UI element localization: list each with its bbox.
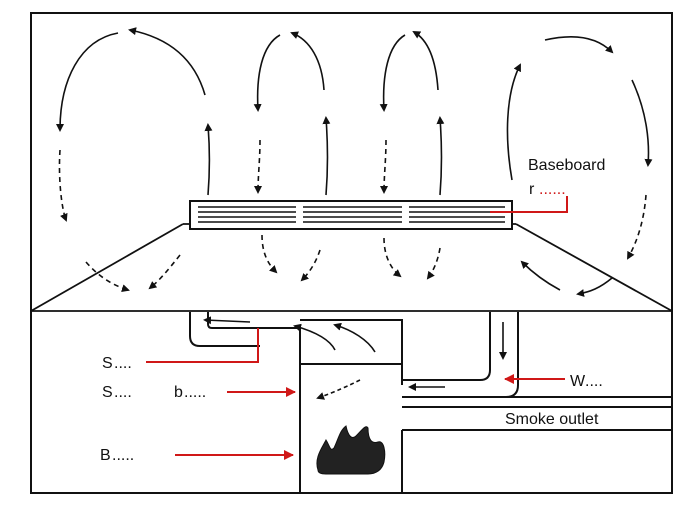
s1-label: S [102, 355, 113, 372]
b-small-dots: ..... [184, 384, 206, 401]
b-big-dots: ..... [112, 447, 134, 464]
b-big-label: B [100, 447, 111, 464]
s2-dots: .... [114, 384, 132, 401]
duct-system [189, 312, 672, 493]
baseboard-label: Baseboard [528, 157, 605, 174]
air-circulation-loops [56, 27, 653, 297]
w-dots: .... [585, 373, 603, 390]
smoke-outlet-label: Smoke outlet [505, 411, 599, 428]
leader-lines [146, 196, 568, 460]
baseboard-r-label: r [529, 181, 535, 198]
outer-frame [30, 12, 673, 494]
flame-icon [316, 425, 386, 475]
s2-label: S [102, 384, 113, 401]
b-small-label: b [174, 384, 183, 401]
room-floor [30, 223, 673, 312]
duct-airflow-arrows [203, 316, 507, 400]
s1-dots: .... [114, 355, 132, 372]
baseboard-r-dots: ...... [539, 181, 566, 198]
baseboard-heater [189, 200, 513, 230]
w-label: W [570, 373, 586, 390]
